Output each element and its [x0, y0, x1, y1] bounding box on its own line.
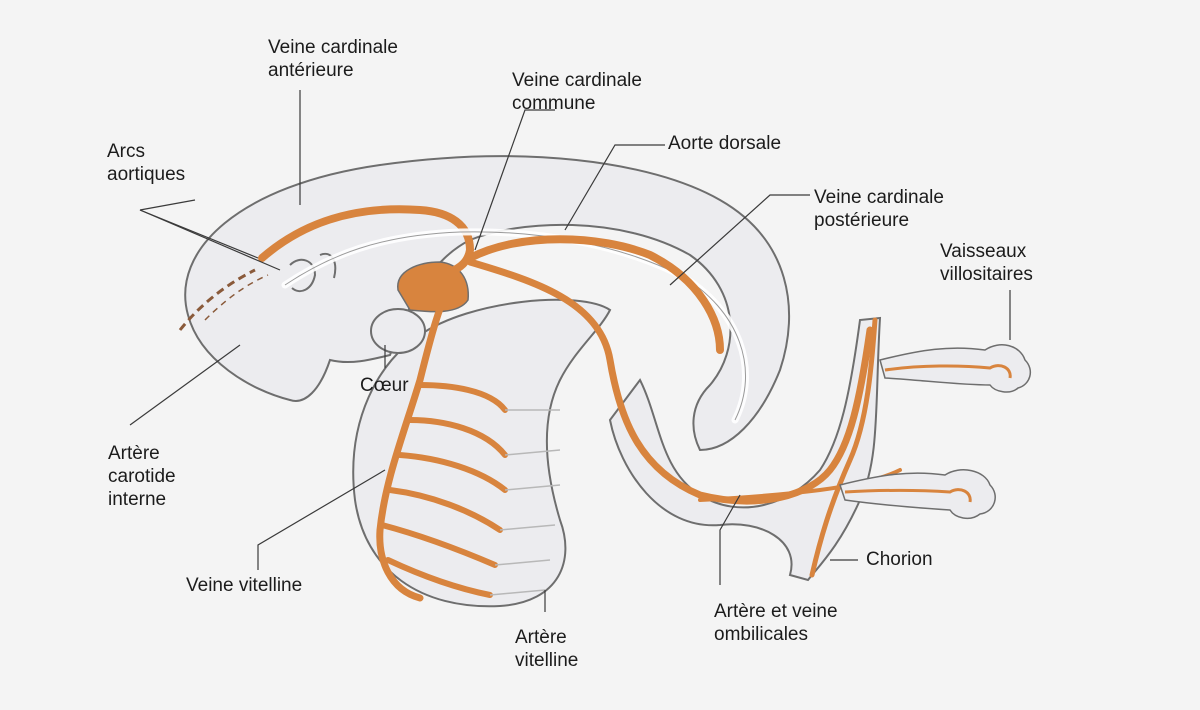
label-line: Cœur [360, 374, 409, 397]
label-line: antérieure [268, 59, 398, 82]
label-chorion: Chorion [866, 548, 933, 571]
label-veine-cardinale-anterieure: Veine cardinale antérieure [268, 36, 398, 82]
label-vaisseaux-villositaires: Vaisseaux villositaires [940, 240, 1033, 286]
label-line: Artère [515, 626, 578, 649]
label-line: Artère et veine [714, 600, 838, 623]
label-line: vitelline [515, 649, 578, 672]
label-aorte-dorsale: Aorte dorsale [668, 132, 781, 155]
label-line: Aorte dorsale [668, 132, 781, 155]
label-veine-cardinale-commune: Veine cardinale commune [512, 69, 642, 115]
label-line: carotide [108, 465, 176, 488]
label-line: postérieure [814, 209, 944, 232]
label-line: Veine cardinale [268, 36, 398, 59]
label-line: Vaisseaux [940, 240, 1033, 263]
label-arcs-aortiques: Arcs aortiques [107, 140, 185, 186]
label-coeur: Cœur [360, 374, 409, 397]
label-line: villositaires [940, 263, 1033, 286]
label-line: Veine cardinale [814, 186, 944, 209]
label-line: Veine vitelline [186, 574, 302, 597]
label-line: Chorion [866, 548, 933, 571]
label-veine-vitelline: Veine vitelline [186, 574, 302, 597]
label-line: commune [512, 92, 642, 115]
label-line: interne [108, 488, 176, 511]
label-line: Veine cardinale [512, 69, 642, 92]
label-artere-et-veine-ombilicales: Artère et veine ombilicales [714, 600, 838, 646]
label-artere-carotide-interne: Artère carotide interne [108, 442, 176, 511]
label-line: Artère [108, 442, 176, 465]
heart [371, 309, 425, 353]
label-line: Arcs [107, 140, 185, 163]
label-line: aortiques [107, 163, 185, 186]
label-artere-vitelline: Artère vitelline [515, 626, 578, 672]
label-veine-cardinale-posterieure: Veine cardinale postérieure [814, 186, 944, 232]
label-line: ombilicales [714, 623, 838, 646]
